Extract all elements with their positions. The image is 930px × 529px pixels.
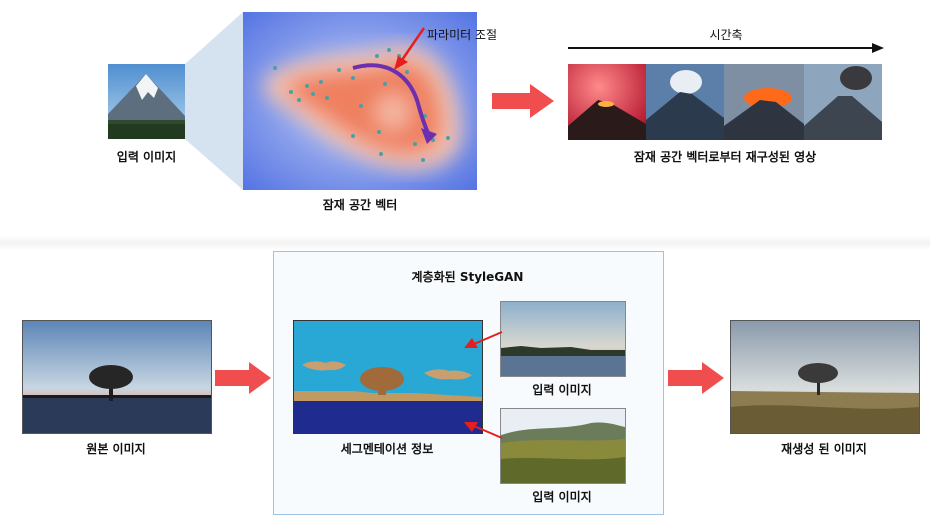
regenerated-label: 재생성 된 이미지: [781, 442, 867, 456]
original-label: 원본 이미지: [86, 442, 146, 456]
input-volcano-image: [108, 64, 185, 139]
reconstructed-frame-2: [646, 64, 724, 140]
regenerated-image: [730, 320, 920, 434]
segmentation-map: [293, 320, 483, 434]
segmentation-label: 세그멘테이션 정보: [340, 442, 434, 456]
input-arrow-1: [464, 331, 503, 348]
flow-arrow-bottom-2: [668, 362, 724, 394]
flow-arrow-bottom-1: [215, 362, 271, 394]
flow-arrow-top: [492, 84, 554, 118]
reconstructed-frame-4: [804, 64, 882, 140]
reconstructed-frame-3: [724, 64, 804, 140]
input-image-label-1: 입력 이미지: [532, 383, 592, 397]
section-divider: [0, 236, 930, 250]
original-image: [22, 320, 212, 434]
stylegan-title: 계층화된 StyleGAN: [411, 270, 524, 284]
input-arrow-2: [464, 422, 503, 439]
input-image-hills: [500, 408, 626, 484]
reconstructed-label: 잠재 공간 벡터로부터 재구성된 영상: [633, 150, 817, 164]
parameter-label: 파라미터 조절: [427, 28, 498, 42]
input-image-lake: [500, 301, 626, 377]
latent-vector-label: 잠재 공간 벡터: [322, 198, 398, 212]
input-image-label-2: 입력 이미지: [532, 490, 592, 504]
time-axis-label: 시간축: [709, 28, 743, 42]
reconstructed-frame-1: [568, 64, 646, 140]
input-image-label: 입력 이미지: [116, 150, 177, 164]
latent-space-map: [243, 12, 477, 190]
time-axis-arrow: [568, 43, 884, 53]
zoom-connector: [185, 12, 243, 190]
parameter-arrow: [394, 27, 426, 70]
